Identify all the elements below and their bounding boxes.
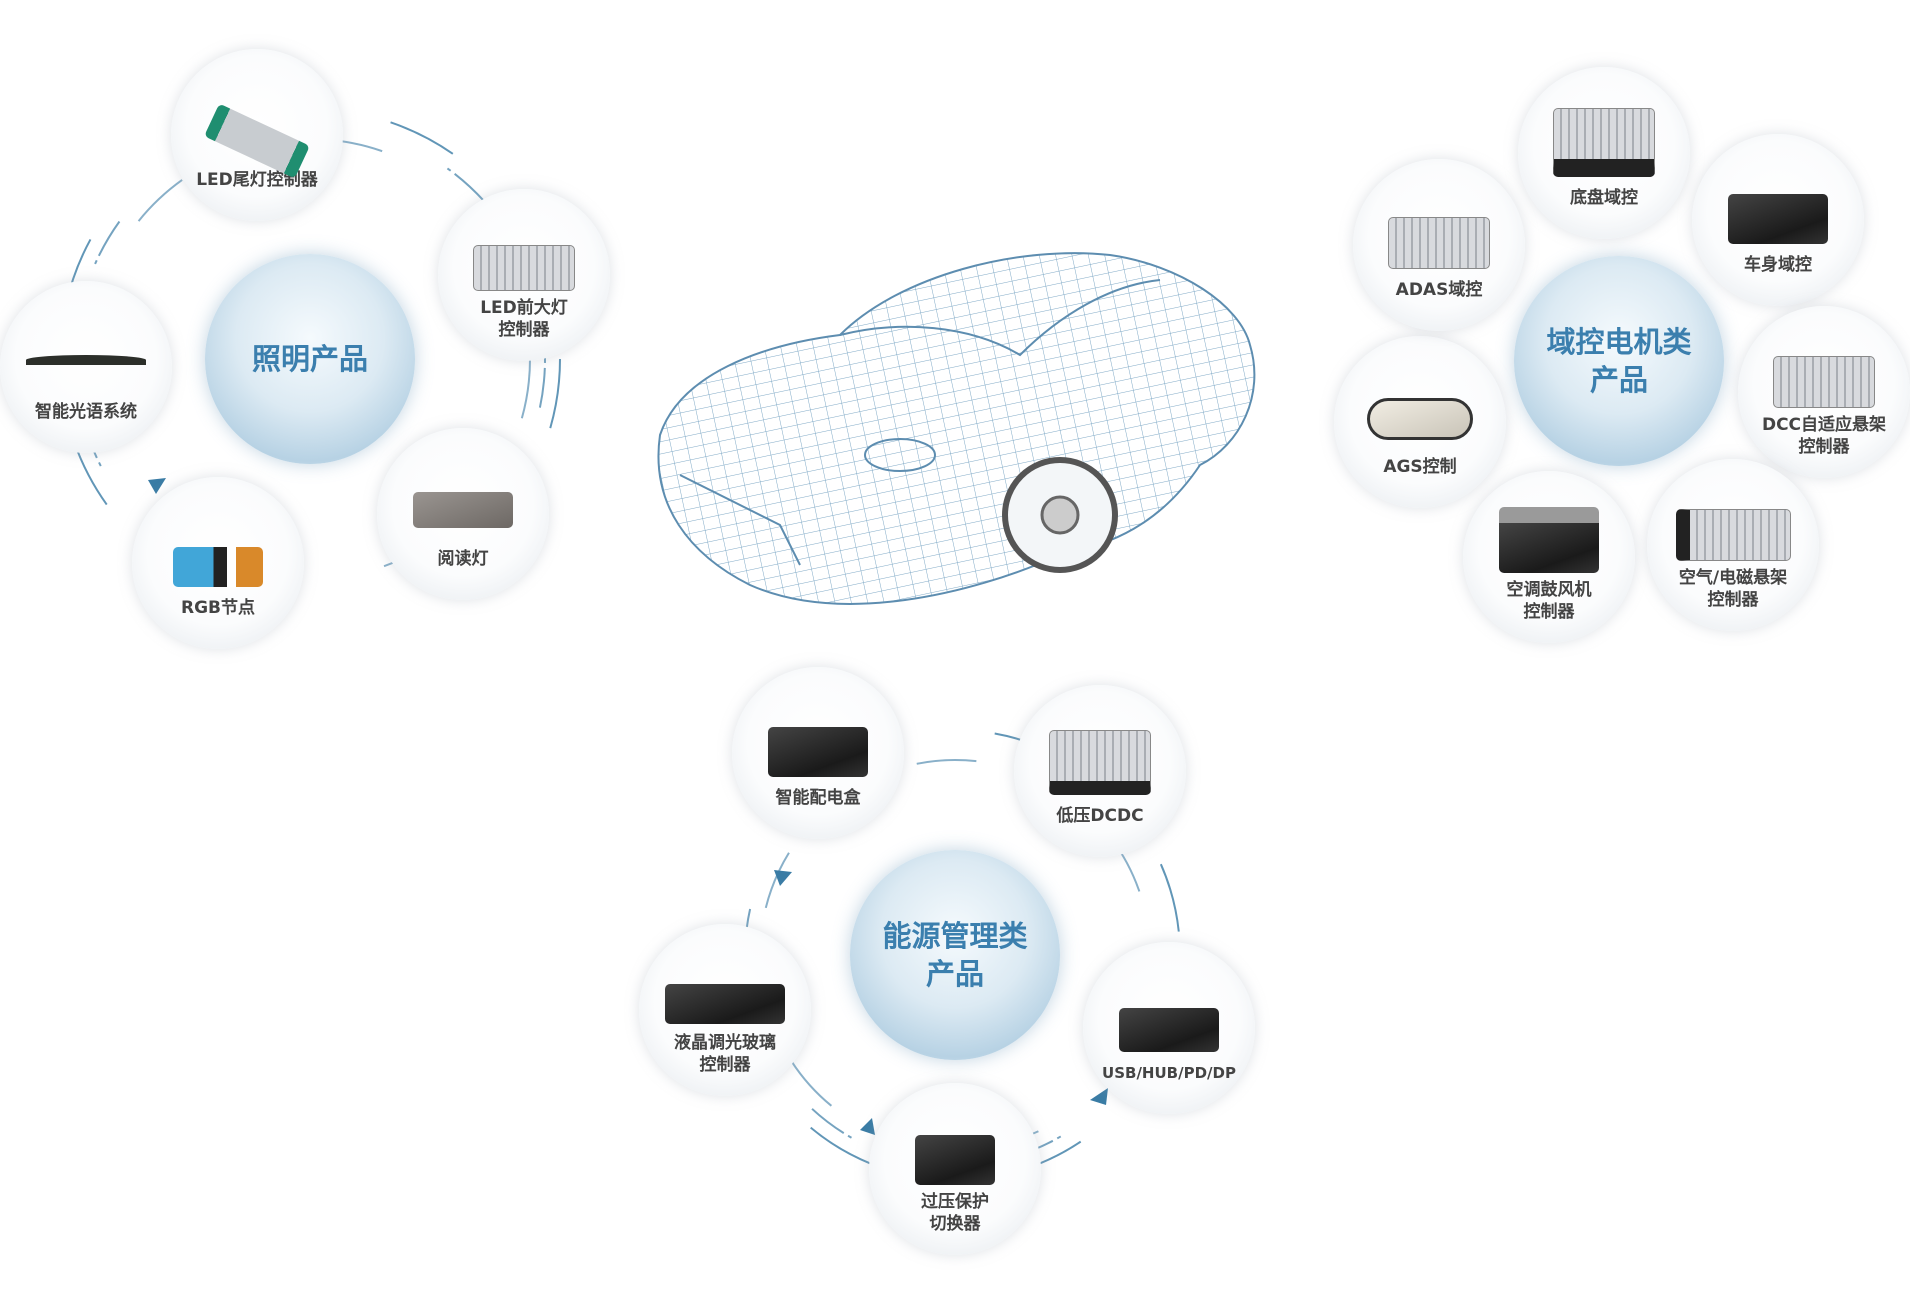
product-body-domain-controller[interactable]: 车身域控 [1692,134,1864,306]
product-ac-blower-controller[interactable]: 空调鼓风机控制器 [1463,471,1635,643]
arrow-icon [860,1118,875,1135]
product-label-line2: 控制器 [498,320,550,340]
product-label: 空气/电磁悬架 [1678,568,1788,588]
domain-category-bubble[interactable]: 域控电机类产品 [1514,256,1724,466]
product-lcd-dimming-glass-controller[interactable]: 液晶调光玻璃控制器 [639,924,811,1096]
product-label: RGB节点 [180,598,255,618]
product-image [204,103,310,179]
product-led-tail-light-controller[interactable]: LED尾灯控制器 [171,49,343,221]
product-label: 底盘域控 [1570,188,1638,208]
product-led-headlight-controller[interactable]: LED前大灯控制器 [438,189,610,361]
product-ags-controller[interactable]: AGS控制 [1334,336,1506,508]
product-image [1553,108,1655,177]
product-label: 液晶调光玻璃 [674,1033,776,1053]
product-label: LED尾灯控制器 [196,170,318,190]
product-adas-domain-controller[interactable]: ADAS域控 [1353,159,1525,331]
product-label: 智能光语系统 [35,402,137,422]
product-low-voltage-dcdc[interactable]: 低压DCDC [1014,685,1186,857]
product-air-suspension-controller[interactable]: 空气/电磁悬架控制器 [1647,459,1819,631]
car-wireframe-image [657,252,1256,605]
product-image [1119,1008,1219,1052]
lighting-category-title: 照明产品 [251,342,368,376]
lighting-category-bubble[interactable]: 照明产品 [205,254,415,464]
product-label: ADAS域控 [1395,280,1483,300]
product-dcc-adaptive-suspension-controller[interactable]: DCC自适应悬架控制器 [1738,306,1910,478]
product-image [413,492,513,528]
product-image [768,727,868,777]
domain-category-title: 域控电机类 [1546,325,1692,359]
product-label-line2: 控制器 [699,1055,751,1075]
product-label: AGS控制 [1383,457,1457,477]
energy-category-bubble[interactable]: 能源管理类产品 [850,850,1060,1060]
product-label: 过压保护 [921,1192,989,1212]
product-image [915,1135,995,1185]
product-image [1388,217,1490,269]
product-overvoltage-protection-switch[interactable]: 过压保护切换器 [869,1083,1041,1255]
product-image [1367,398,1473,440]
product-reading-lamp[interactable]: 阅读灯 [377,428,549,600]
product-label: USB/HUB/PD/DP [1102,1064,1236,1082]
product-image [1499,507,1599,573]
arrow-icon [1090,1088,1108,1105]
product-label: 空调鼓风机 [1506,580,1592,600]
product-chassis-domain-controller[interactable]: 底盘域控 [1518,67,1690,239]
product-label-line2: 切换器 [929,1214,981,1234]
product-label-line2: 控制器 [1707,590,1759,610]
product-label-line2: 控制器 [1523,602,1575,622]
product-image [1773,356,1875,408]
product-image [1728,194,1828,244]
product-image [473,245,575,291]
product-label: 低压DCDC [1056,806,1144,826]
product-image [665,984,785,1024]
product-label: 车身域控 [1744,255,1812,275]
energy-category-title-line2: 产品 [925,957,984,991]
product-label: DCC自适应悬架 [1761,415,1887,435]
product-image [1675,509,1791,561]
product-image [173,547,263,587]
product-image [1049,730,1151,795]
product-smart-power-distribution-box[interactable]: 智能配电盒 [732,667,904,839]
energy-category-title: 能源管理类 [882,919,1028,953]
product-label: 智能配电盒 [775,788,861,808]
product-label: LED前大灯 [480,298,568,318]
arrow-icon [148,478,166,494]
product-label-line2: 控制器 [1798,437,1850,457]
product-rgb-node[interactable]: RGB节点 [132,477,304,649]
product-label: 阅读灯 [437,549,489,569]
product-smart-light-language-system[interactable]: 智能光语系统 [0,281,172,453]
domain-category-title-line2: 产品 [1589,363,1648,397]
arrow-icon [774,870,792,886]
product-usb-hub-pd-dp[interactable]: USB/HUB/PD/DP [1083,942,1255,1114]
product-image [26,355,146,365]
